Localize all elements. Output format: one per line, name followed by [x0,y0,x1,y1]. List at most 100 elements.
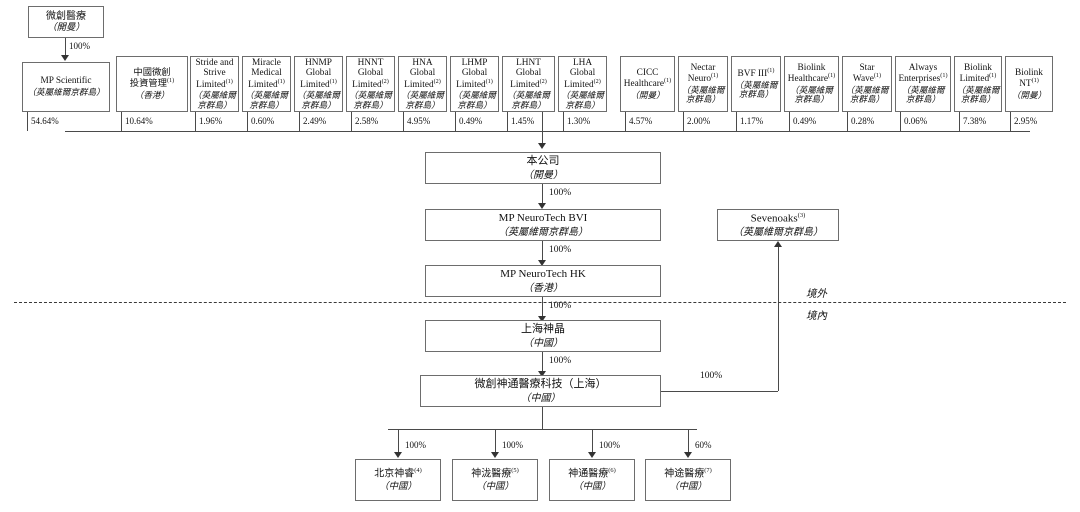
entity-footnote: (1) [828,72,836,80]
entity-footnote: (1) [277,77,285,85]
entity-box-subsidiary: 神泷醫療(5)（中國） [452,459,538,501]
arrowhead-subsidiary [684,452,692,458]
connector-shareholder-stem [625,112,626,131]
entity-name: BVF III(1) [737,67,775,80]
connector-shareholder-stem [1010,112,1011,131]
entity-footnote: (2) [593,77,601,85]
entity-name: 微創醫療 [46,10,86,22]
pct-shareholder: 1.17% [740,116,764,126]
entity-location: （中國） [476,481,514,492]
entity-location: （中國） [523,337,563,349]
entity-name: 中國微創投資管理(1) [129,67,175,90]
arrowhead-parent-to-mpscientific [61,55,69,61]
connector-wfoe-to-subsidiary-bus [542,407,543,429]
entity-location: （中國） [379,481,417,492]
entity-location: （英屬維爾京群島） [734,79,778,100]
connector-subsidiary-stem [688,429,689,453]
entity-location: （英屬維爾京群島） [349,90,392,110]
entity-box-shareholder: MP Scientific（英屬維爾京群島） [22,62,110,112]
entity-location: （英屬維爾京群島） [193,90,236,110]
arrowhead-bus-to-company [538,143,546,149]
entity-name: 神通醫療(6) [568,467,616,480]
connector-subsidiary-bus [388,429,697,430]
entity-location: （英屬維爾京群島） [956,84,1000,105]
entity-location: （開曼） [1011,89,1047,100]
arrowhead-subsidiary [588,452,596,458]
entity-name: 神泷醫療(5) [471,467,519,480]
entity-footnote: (3) [797,211,806,219]
pct-parent-to-mpscientific: 100% [69,41,90,51]
entity-location: （英屬維爾京群島） [733,226,823,238]
entity-box-shareholder: 中國微創投資管理(1)（香港） [116,56,188,112]
connector-shareholder-stem [121,112,122,131]
pct-shareholder: 4.57% [629,116,653,126]
entity-footnote: (1) [485,77,493,85]
entity-location: （英屬維爾京群島） [901,84,945,105]
entity-location: （中國） [669,481,707,492]
entity-box-subsidiary: 神通醫療(6)（中國） [549,459,635,501]
entity-box-sevenoaks: Sevenoaks(3) （英屬維爾京群島） [717,209,839,241]
entity-box-wfoe-shanghai: 微創神通醫療科技（上海） （中國） [420,375,661,407]
arrowhead-hk-to-shenjing [538,316,546,322]
connector-subsidiary-stem [592,429,593,453]
entity-location: （英屬維爾京群島） [27,86,105,97]
pct-shareholder: 1.30% [567,116,591,126]
entity-footnote: (1) [329,77,337,85]
pct-subsidiary: 60% [695,440,712,450]
entity-footnote: (5) [511,467,519,475]
entity-location: （開曼） [523,169,563,181]
entity-location: （中國） [520,392,561,404]
entity-box-shanghai-shenjing: 上海神晶 （中國） [425,320,661,352]
entity-footnote: (1) [225,77,233,85]
pct-shareholder: 0.49% [459,116,483,126]
entity-box-mp-neurotech-bvi: MP NeuroTech BVI （英屬維爾京群島） [425,209,661,241]
entity-location: （中國） [573,481,611,492]
connector-shareholder-stem [403,112,404,131]
entity-location: （香港） [523,282,563,294]
pct-shareholder: 7.38% [963,116,987,126]
pct-shareholder: 54.64% [31,116,59,126]
entity-footnote: (1) [664,77,672,85]
pct-shenjing-to-wfoe: 100% [549,356,572,366]
entity-box-mp-neurotech-hk: MP NeuroTech HK （香港） [425,265,661,297]
entity-footnote: (1) [166,77,175,85]
pct-subsidiary: 100% [599,440,620,450]
pct-shareholder: 0.28% [851,116,875,126]
pct-shareholder: 2.58% [355,116,379,126]
arrowhead-subsidiary [394,452,402,458]
entity-footnote: (1) [873,72,882,80]
arrowhead-shenjing-to-wfoe [538,371,546,377]
connector-parent-to-mpscientific [65,38,66,57]
pct-bvi-to-hk: 100% [549,245,572,255]
entity-box-shareholder: BVF III(1)（英屬維爾京群島） [731,56,781,112]
connector-wfoe-to-sevenoaks-horizontal [661,391,778,392]
connector-shareholder-stem [27,112,28,131]
entity-footnote: (1) [940,72,948,80]
pct-shareholder: 1.96% [199,116,223,126]
entity-name: 上海神晶 [521,323,565,336]
entity-location: （開曼） [47,22,85,33]
pct-shareholder: 1.45% [511,116,535,126]
pct-shareholder: 4.95% [407,116,431,126]
connector-shareholder-stem [507,112,508,131]
entity-footnote: (4) [414,467,422,475]
entity-location: （英屬維爾京群島） [681,84,725,105]
